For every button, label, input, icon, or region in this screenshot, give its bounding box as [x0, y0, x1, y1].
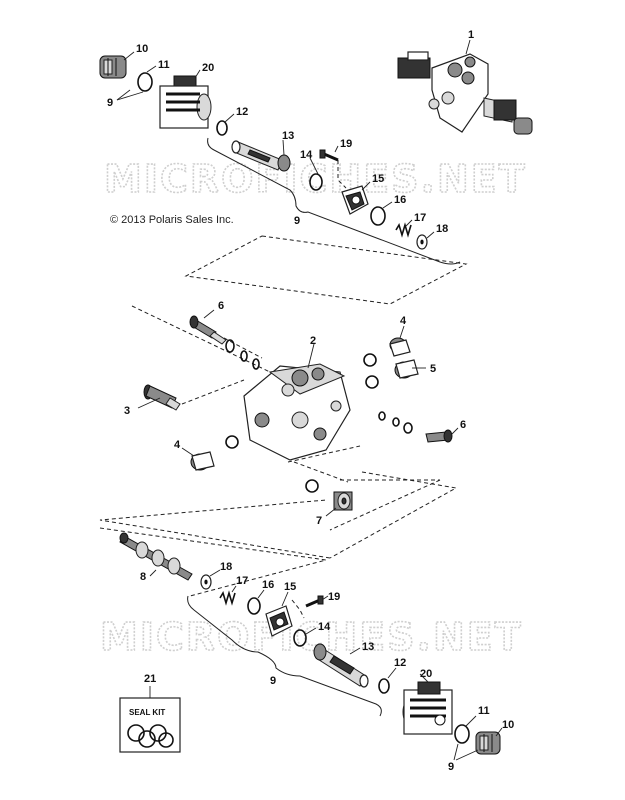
plunger-part-3[interactable] — [143, 384, 181, 411]
seal-kit-part-21[interactable]: SEAL KIT — [119, 686, 181, 753]
watermark-top: MICROFICHES.NET — [104, 157, 527, 201]
callout-18-bottom: 18 — [220, 561, 232, 573]
copyright-notice: © 2013 Polaris Sales Inc. — [110, 214, 234, 226]
plug-part-4-lower[interactable] — [190, 451, 215, 471]
leaders-bottom — [149, 569, 503, 737]
callout-18-top: 18 — [436, 223, 448, 235]
leader-9-top-a — [116, 89, 131, 101]
washer-part-18-bottom[interactable] — [200, 574, 212, 590]
oring-part-7[interactable] — [305, 479, 319, 493]
callout-19-top: 19 — [340, 138, 352, 150]
valve-body-part-2[interactable] — [243, 363, 351, 461]
valve-block-part-15-top[interactable] — [341, 185, 369, 215]
callout-4-lower: 4 — [174, 439, 181, 451]
callout-20-top: 20 — [202, 62, 214, 74]
callout-17-top: 17 — [414, 212, 426, 224]
knob-part-10-top[interactable] — [99, 55, 127, 79]
dashed-envelope-top — [184, 235, 468, 305]
oring-part-6-lower-b[interactable] — [392, 417, 400, 427]
callout-14-top: 14 — [300, 149, 313, 161]
screw-part-19-top[interactable] — [319, 149, 339, 162]
oring-part-6-lower-c[interactable] — [403, 422, 413, 434]
oring-part-4-lower[interactable] — [225, 435, 239, 449]
oring-part-16-bottom[interactable] — [247, 597, 261, 615]
knob-part-10-bottom[interactable] — [475, 731, 501, 755]
brace-part-9-bottom — [187, 595, 382, 717]
oring-part-6-upper-b[interactable] — [240, 350, 248, 362]
leader-9-top-b — [116, 91, 144, 101]
callout-15-top: 15 — [372, 173, 384, 185]
oring-part-12-bottom[interactable] — [378, 678, 390, 694]
callout-8: 8 — [140, 571, 146, 583]
oring-part-4-upper[interactable] — [363, 353, 377, 367]
plug-part-5[interactable] — [394, 359, 419, 379]
spool-part-8[interactable] — [119, 532, 193, 581]
oring-part-14-bottom[interactable] — [293, 629, 307, 647]
callout-20-bottom: 20 — [420, 668, 432, 680]
callout-2: 2 — [310, 335, 316, 347]
callout-12-bottom: 12 — [394, 657, 406, 669]
oring-part-6-lower-a[interactable] — [378, 411, 386, 421]
washer-part-18-top[interactable] — [416, 234, 428, 250]
spring-part-17-top[interactable] — [395, 222, 412, 238]
callout-6-lower: 6 — [460, 419, 466, 431]
callout-10-bottom: 10 — [502, 719, 514, 731]
valve-block-part-15-bottom[interactable] — [265, 605, 293, 637]
callout-13-top: 13 — [282, 130, 294, 142]
solenoid-coil-part-20-top[interactable] — [159, 75, 212, 129]
dashed-frame-middle-right — [99, 471, 458, 559]
leaders-top — [123, 39, 471, 239]
leader-9-bottom-a — [453, 743, 459, 761]
callout-16-top: 16 — [394, 194, 406, 206]
plunger-part-6-upper[interactable] — [189, 315, 227, 345]
callout-15-bottom: 15 — [284, 581, 296, 593]
callout-13-bottom: 13 — [362, 641, 374, 653]
callout-19-bottom: 19 — [328, 591, 340, 603]
callout-3: 3 — [124, 405, 130, 417]
callout-5: 5 — [430, 363, 436, 375]
callout-17-bottom: 17 — [236, 575, 248, 587]
spring-part-17-bottom[interactable] — [219, 590, 236, 606]
oring-part-11-top[interactable] — [137, 72, 153, 92]
brace-part-9-top — [207, 137, 461, 265]
callout-14-bottom: 14 — [318, 621, 331, 633]
callout-12-top: 12 — [236, 106, 248, 118]
oring-part-14-top[interactable] — [309, 173, 323, 191]
oring-part-11-bottom[interactable] — [454, 724, 470, 744]
valve-assembly-part-1[interactable] — [397, 51, 533, 135]
leader-9-bottom-b — [455, 749, 479, 761]
oring-part-6-upper-a[interactable] — [225, 339, 235, 353]
solenoid-coil-part-20-bottom[interactable] — [402, 681, 453, 735]
callout-16-bottom: 16 — [262, 579, 274, 591]
plug-part-4-upper[interactable] — [389, 337, 411, 357]
oring-part-16-top[interactable] — [370, 206, 386, 226]
dashed-envelope-middle — [131, 305, 441, 531]
callout-11-top: 11 — [158, 59, 170, 71]
tube-part-13-bottom[interactable] — [313, 643, 369, 688]
callout-10-top: 10 — [136, 43, 148, 55]
callout-9-top-left: 9 — [107, 97, 113, 109]
seal-kit-label: SEAL KIT — [129, 708, 165, 717]
watermark-bottom: MICROFICHES.NET — [100, 615, 523, 659]
fitting-part-7[interactable] — [333, 491, 353, 511]
plunger-part-6-lower[interactable] — [425, 429, 453, 443]
callout-9-bottom-right: 9 — [448, 761, 454, 773]
oring-part-12-top[interactable] — [216, 120, 228, 136]
callout-4-upper: 4 — [400, 315, 407, 327]
callout-7: 7 — [316, 515, 322, 527]
callout-21: 21 — [144, 673, 156, 685]
oring-part-5[interactable] — [365, 375, 379, 389]
leaders-middle — [137, 309, 459, 517]
oring-part-6-upper-c[interactable] — [252, 358, 260, 370]
screw-part-19-bottom[interactable] — [305, 595, 324, 608]
callout-1: 1 — [468, 29, 474, 41]
callout-9-top-brace: 9 — [294, 215, 300, 227]
callout-11-bottom: 11 — [478, 705, 490, 717]
callout-6-upper: 6 — [218, 300, 224, 312]
dashed-envelope-bottom — [99, 527, 327, 597]
callout-9-bottom-brace: 9 — [270, 675, 276, 687]
